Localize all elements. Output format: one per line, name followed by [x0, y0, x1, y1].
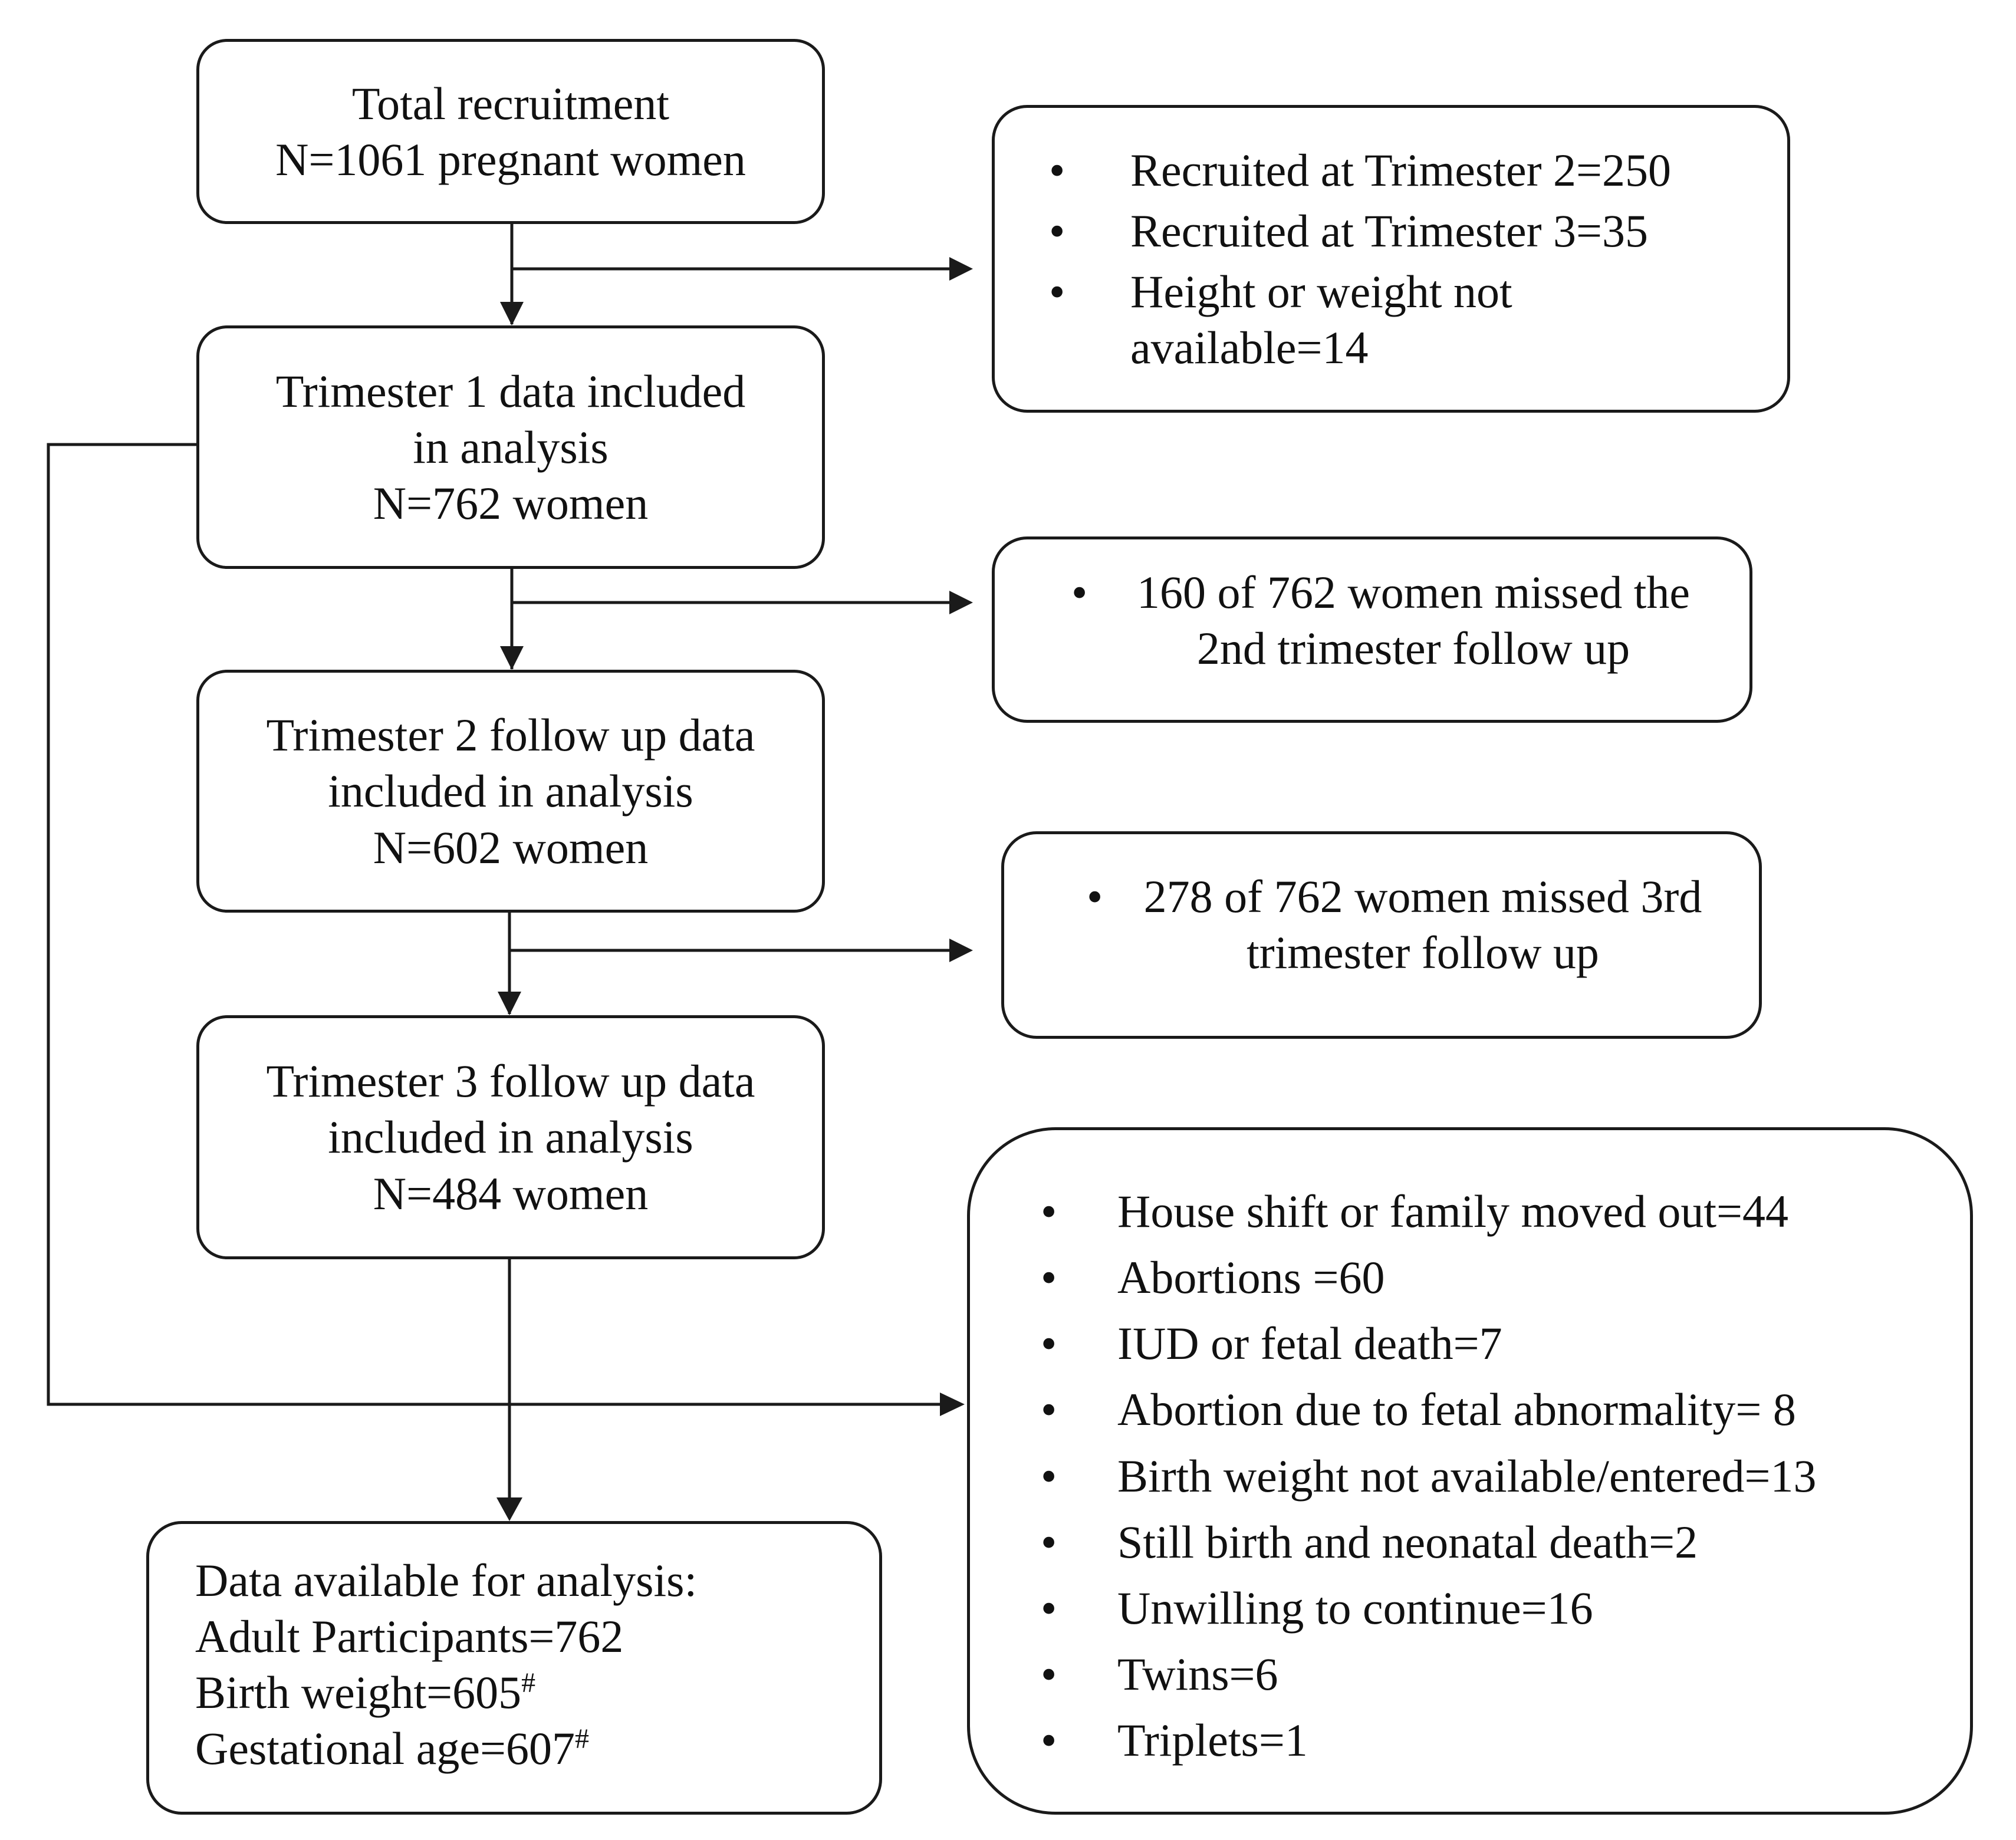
- bullet-icon: •: [1041, 1714, 1057, 1766]
- list-item: • Recruited at Trimester 3=35: [995, 203, 1787, 259]
- list-item-text: 160 of 762 women missed the 2nd trimeste…: [1136, 567, 1691, 674]
- bullet-icon: •: [1041, 1186, 1057, 1237]
- list-item: • 160 of 762 women missed the 2nd trimest…: [995, 564, 1749, 676]
- bullet-icon: •: [1041, 1648, 1057, 1700]
- arrowhead-exclusion-1: [949, 257, 973, 281]
- trimester1-count: N=762 women: [373, 478, 649, 529]
- list-item-text: Recruited at Trimester 3=35: [1130, 205, 1649, 257]
- bullet-icon: •: [1041, 1318, 1057, 1370]
- list-item: • Still birth and neonatal death=2: [970, 1514, 1970, 1570]
- final-birth-weight: Birth weight=605#: [195, 1664, 879, 1720]
- exclusion-list: • 160 of 762 women missed the 2nd trimest…: [995, 564, 1749, 676]
- list-item-text: House shift or family moved out=44: [1117, 1186, 1789, 1237]
- arrowhead-exclusion-2: [949, 591, 973, 614]
- final-analysis-box: Data available for analysis: Adult Parti…: [146, 1521, 882, 1815]
- exclusion-list: • House shift or family moved out=44 • Abo…: [970, 1183, 1970, 1768]
- list-item-text: Twins=6: [1117, 1648, 1278, 1700]
- list-item-text: Triplets=1: [1117, 1714, 1308, 1766]
- final-gestational-age: Gestational age=607#: [195, 1720, 879, 1776]
- list-item-text: Birth weight not available/entered=13: [1117, 1450, 1817, 1502]
- bullet-icon: •: [1049, 205, 1065, 257]
- bullet-icon: •: [1041, 1252, 1057, 1304]
- trimester3-subtitle: included in analysis: [328, 1111, 693, 1163]
- arrowhead-final: [496, 1497, 522, 1521]
- list-item-text: Still birth and neonatal death=2: [1117, 1516, 1698, 1568]
- list-item: • Height or weight not available=14: [995, 264, 1787, 376]
- list-item-text: Abortion due to fetal abnormality= 8: [1117, 1384, 1796, 1436]
- trimester1-box: Trimester 1 data included in analysis N=…: [196, 325, 825, 569]
- arrowhead-trimester3: [498, 992, 521, 1015]
- bullet-icon: •: [1041, 1450, 1057, 1502]
- list-item: • Triplets=1: [970, 1712, 1970, 1768]
- final-birth-weight-value: Birth weight=605: [195, 1667, 522, 1719]
- arrowhead-trimester2: [500, 646, 524, 670]
- bullet-icon: •: [1071, 567, 1088, 618]
- loop-trimester1-to-exclusion-4: [47, 443, 946, 1406]
- list-item-text: Abortions =60: [1117, 1252, 1385, 1304]
- list-item: • Twins=6: [970, 1646, 1970, 1702]
- bullet-icon: •: [1049, 266, 1065, 318]
- trimester1-title: Trimester 1 data included: [275, 365, 746, 417]
- trimester3-count: N=484 women: [373, 1167, 649, 1219]
- recruitment-box: Total recruitment N=1061 pregnant women: [196, 39, 825, 224]
- recruitment-count: N=1061 pregnant women: [275, 134, 746, 185]
- final-title: Data available for analysis:: [195, 1555, 698, 1606]
- list-item: • Birth weight not available/entered=13: [970, 1448, 1970, 1504]
- bullet-icon: •: [1041, 1384, 1057, 1436]
- recruitment-title: Total recruitment: [351, 77, 670, 129]
- bullet-icon: •: [1049, 144, 1065, 196]
- list-item: • Recruited at Trimester 2=250: [995, 142, 1787, 198]
- list-item: • Unwilling to continue=16: [970, 1580, 1970, 1636]
- exclusion-list: • 278 of 762 women missed 3rd trimester f…: [1004, 868, 1759, 980]
- arrowhead-exclusion-4: [940, 1393, 965, 1416]
- bullet-icon: •: [1041, 1582, 1057, 1634]
- list-item-text: Recruited at Trimester 2=250: [1130, 144, 1672, 196]
- exclusion-list: • Recruited at Trimester 2=250 • Recruited…: [995, 142, 1787, 376]
- trimester2-title: Trimester 2 follow up data: [266, 709, 755, 761]
- trimester2-count: N=602 women: [373, 821, 649, 873]
- final-adult-participants: Adult Participants=762: [195, 1611, 624, 1663]
- list-item: • Abortion due to fetal abnormality= 8: [970, 1381, 1970, 1437]
- exclusion-box-trimester3: • House shift or family moved out=44 • Abo…: [967, 1127, 1973, 1815]
- list-item-text: 278 of 762 women missed 3rd trimester fo…: [1143, 871, 1702, 979]
- footnote-mark: #: [521, 1667, 536, 1699]
- trimester2-subtitle: included in analysis: [328, 765, 693, 817]
- exclusion-box-trimester1: • 160 of 762 women missed the 2nd trimest…: [992, 536, 1752, 723]
- list-item: • Abortions =60: [970, 1249, 1970, 1305]
- list-item-text: IUD or fetal death=7: [1117, 1318, 1502, 1370]
- list-item: • IUD or fetal death=7: [970, 1315, 1970, 1371]
- arrowhead-exclusion-3: [949, 939, 973, 962]
- list-item: • 278 of 762 women missed 3rd trimester f…: [1004, 868, 1759, 980]
- trimester3-box: Trimester 3 follow up data included in a…: [196, 1015, 825, 1259]
- arrowhead-trimester1: [500, 302, 524, 325]
- bullet-icon: •: [1087, 871, 1103, 922]
- list-item-text: Unwilling to continue=16: [1117, 1582, 1593, 1634]
- trimester2-box: Trimester 2 follow up data included in a…: [196, 670, 825, 913]
- trimester3-title: Trimester 3 follow up data: [266, 1055, 755, 1107]
- bullet-icon: •: [1041, 1516, 1057, 1568]
- trimester1-subtitle: in analysis: [413, 421, 609, 473]
- footnote-mark: #: [574, 1723, 589, 1755]
- exclusion-box-trimester2: • 278 of 762 women missed 3rd trimester f…: [1001, 831, 1762, 1039]
- exclusion-box-recruitment: • Recruited at Trimester 2=250 • Recruited…: [992, 105, 1790, 413]
- list-item-text: Height or weight not available=14: [1130, 266, 1512, 374]
- list-item: • House shift or family moved out=44: [970, 1183, 1970, 1239]
- final-gestational-age-value: Gestational age=607: [195, 1723, 575, 1775]
